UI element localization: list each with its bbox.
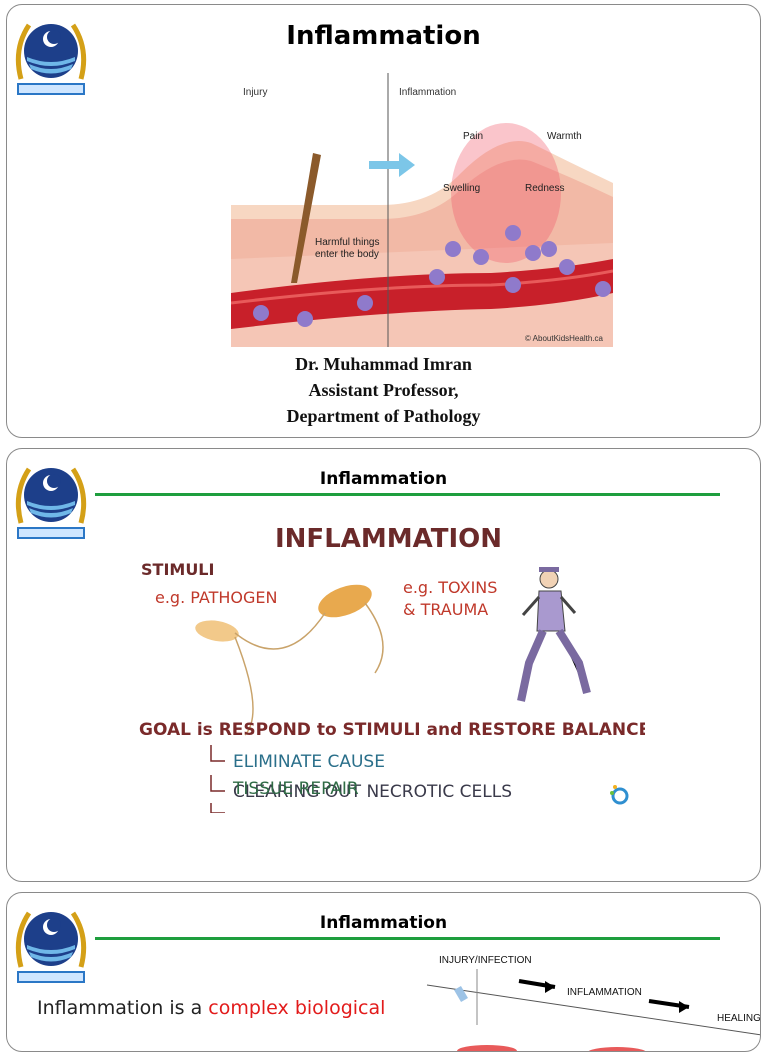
- flow-label-injury: INJURY/INFECTION: [439, 955, 532, 966]
- stimuli-label: STIMULI: [141, 560, 214, 579]
- slide-title: Inflammation: [319, 469, 448, 489]
- label-pain: Pain: [463, 131, 483, 142]
- figure-credit: © AboutKidsHealth.ca: [525, 334, 603, 343]
- flow-label-inflammation: INFLAMMATION: [567, 987, 642, 998]
- university-logo-icon: [15, 23, 87, 95]
- slide-title: Inflammation: [319, 913, 448, 933]
- toxins-label-line-2: & TRAUMA: [403, 600, 488, 619]
- label-inflammation: Inflammation: [399, 87, 456, 98]
- label-warmth: Warmth: [547, 131, 582, 142]
- slide-2: Inflammation INFLAMMATION STIMULI e.g. P…: [6, 448, 761, 882]
- body-text-prefix: Inflammation is a: [37, 997, 209, 1019]
- title-underline: [95, 493, 720, 496]
- title-underline: [95, 937, 720, 940]
- author-block: Dr. Muhammad Imran Assistant Professor, …: [7, 351, 760, 429]
- runner-icon: [517, 567, 591, 702]
- pathogen-label: e.g. PATHOGEN: [155, 588, 277, 607]
- label-injury: Injury: [243, 87, 267, 98]
- slide-3: Inflammation INJURY/INFECTION INFLAMMATI…: [6, 892, 761, 1052]
- goal-point-3: TISSUE REPAIR: [233, 779, 359, 799]
- toxins-label-line-1: e.g. TOXINS: [403, 578, 497, 597]
- flow-label-healing: HEALING: [717, 1013, 761, 1024]
- brand-mark-icon: [610, 785, 629, 805]
- goal-statement: GOAL is RESPOND to STIMULI and RESTORE B…: [139, 720, 645, 740]
- injury-inflammation-illustration: Injury Inflammation Pain Warmth Swelling…: [231, 73, 613, 347]
- goal-point-2: CLEARING OUT NECROTIC CELLS: [233, 782, 512, 802]
- author-name: Dr. Muhammad Imran: [295, 354, 472, 374]
- author-department: Department of Pathology: [286, 406, 481, 426]
- body-text: Inflammation is a complex biological: [37, 997, 385, 1019]
- university-logo-icon: [15, 467, 87, 539]
- bacteria-icon: [195, 584, 384, 736]
- label-redness: Redness: [525, 183, 564, 194]
- goal-point-1: ELIMINATE CAUSE: [233, 752, 385, 772]
- label-swelling: Swelling: [443, 183, 480, 194]
- body-text-highlight: complex biological: [208, 997, 386, 1019]
- author-title: Assistant Professor,: [308, 380, 459, 400]
- university-logo-icon: [15, 911, 87, 983]
- slide-1: Inflammation Injury Inflammation Pain: [6, 4, 761, 438]
- label-harmful-line-1: Harmful things: [315, 237, 379, 248]
- slide-title: Inflammation: [286, 21, 481, 51]
- figure-heading: INFLAMMATION: [275, 524, 502, 554]
- injury-healing-flow-illustration: INJURY/INFECTION INFLAMMATION HEALING: [426, 955, 761, 1051]
- label-harmful-line-2: enter the body: [315, 249, 379, 260]
- inflammation-overview-illustration: INFLAMMATION STIMULI e.g. PATHOGEN e.g. …: [139, 524, 645, 813]
